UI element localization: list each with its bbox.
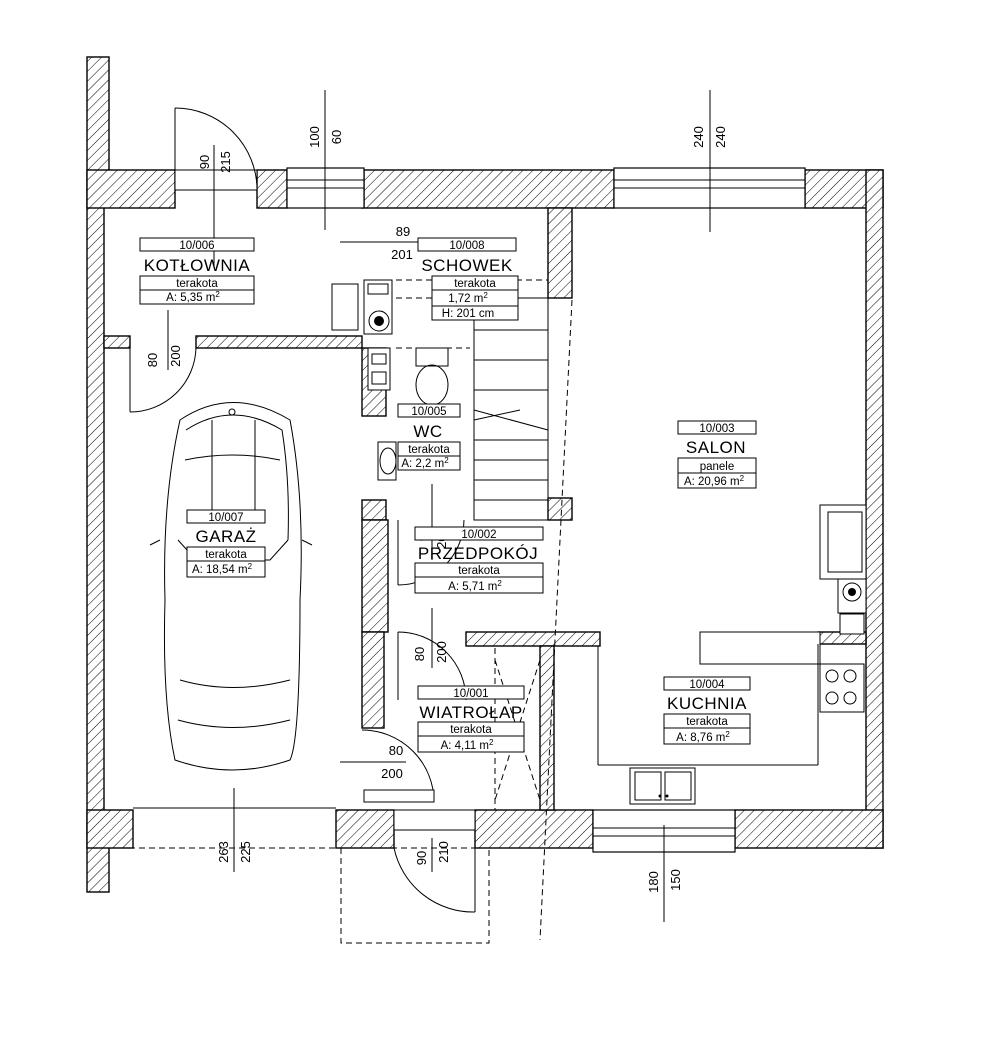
room-area: A: 18,54 m2 — [192, 562, 253, 576]
room-code: 10/008 — [449, 240, 484, 252]
room-code: 10/001 — [453, 688, 488, 700]
kitchen-counter — [597, 631, 821, 766]
dim-hall-door2-w: 80 — [412, 647, 427, 661]
room-finish: terakota — [454, 278, 496, 290]
dim-schowek-w: 89 — [396, 224, 410, 239]
room-label-wc: 10/005 WC terakota A: 2,2 m2 — [397, 403, 461, 471]
room-area: A: 5,71 m2 — [448, 579, 502, 593]
room-label-wiatrolap: 10/001 WIATROŁAP terakota A: 4,11 m2 — [417, 685, 525, 753]
room-code: 10/003 — [699, 423, 734, 435]
doors — [129, 107, 541, 944]
dim-inner-door-h: 200 — [381, 766, 403, 781]
dim-entry-h: 210 — [436, 841, 451, 863]
room-finish: terakota — [450, 724, 492, 736]
room-name: WC — [413, 422, 442, 441]
room-label-salon: 10/003 SALON panele A: 20,96 m2 — [677, 420, 757, 489]
room-area: 1,72 m2 — [448, 291, 488, 305]
dim-salon-win-w: 240 — [691, 126, 706, 148]
room-area: A: 2,2 m2 — [401, 456, 449, 470]
washbasin-icon — [377, 441, 397, 481]
dim-top-win-w: 100 — [307, 126, 322, 148]
room-finish: terakota — [205, 549, 247, 561]
dim-garage-h: 225 — [238, 841, 253, 863]
room-code: 10/007 — [208, 512, 243, 524]
room-label-kuchnia: 10/004 KUCHNIA terakota A: 8,76 m2 — [663, 676, 751, 745]
room-name: KUCHNIA — [667, 694, 747, 713]
room-name: SCHOWEK — [421, 256, 513, 275]
room-name: KOTŁOWNIA — [144, 256, 251, 275]
dimension-lines — [167, 90, 711, 922]
room-area: A: 20,96 m2 — [684, 474, 745, 488]
room-code: 10/004 — [689, 679, 725, 691]
room-label-schowek: 10/008 SCHOWEK terakota 1,72 m2 H: 201 c… — [417, 237, 519, 321]
car-icon — [149, 402, 313, 771]
room-finish: panele — [700, 461, 735, 473]
fridge-icon — [819, 504, 867, 635]
dim-schowek-h: 201 — [391, 247, 413, 262]
room-name: WIATROŁAP — [419, 703, 522, 722]
room-name: GARAŻ — [195, 527, 256, 546]
dim-kot-door-h: 200 — [168, 345, 183, 367]
boiler-icon — [331, 279, 393, 335]
room-code: 10/005 — [411, 406, 446, 418]
dim-kitchen-win-w: 180 — [646, 871, 661, 893]
toilet-icon — [367, 347, 470, 406]
dim-inner-door-w: 80 — [389, 743, 403, 758]
staircase — [386, 279, 573, 941]
dim-top-door-h: 215 — [218, 151, 233, 173]
dim-kitchen-win-h: 150 — [668, 869, 683, 891]
room-finish: terakota — [176, 278, 218, 290]
room-height: H: 201 cm — [442, 308, 494, 320]
room-area: A: 8,76 m2 — [676, 730, 730, 744]
room-name: PRZEDPOKÓJ — [418, 544, 538, 563]
room-area: A: 4,11 m2 — [441, 738, 494, 752]
dim-garage-w: 263 — [216, 841, 231, 863]
room-code: 10/002 — [461, 529, 496, 541]
room-code: 10/006 — [179, 240, 214, 252]
room-name: SALON — [686, 438, 746, 457]
dim-top-win-h: 60 — [329, 130, 344, 144]
room-finish: terakota — [408, 444, 450, 456]
room-finish: terakota — [686, 716, 728, 728]
room-label-garaz: 10/007 GARAŻ terakota A: 18,54 m2 — [186, 509, 266, 578]
room-label-kotlownia: 10/006 KOTŁOWNIA terakota A: 5,35 m2 — [139, 237, 255, 305]
dim-kot-door-w: 80 — [145, 353, 160, 367]
dim-top-door-w: 90 — [197, 155, 212, 169]
room-finish: terakota — [458, 565, 500, 577]
dim-salon-win-h: 240 — [713, 126, 728, 148]
room-area: A: 5,35 m2 — [166, 290, 220, 304]
dim-hall-door2-h: 200 — [434, 641, 449, 663]
dim-entry-w: 90 — [414, 851, 429, 865]
sink-icon — [629, 767, 696, 805]
stove-icon — [819, 663, 865, 713]
room-label-przedpokoj: 10/002 PRZEDPOKÓJ terakota A: 5,71 m2 — [414, 526, 544, 594]
